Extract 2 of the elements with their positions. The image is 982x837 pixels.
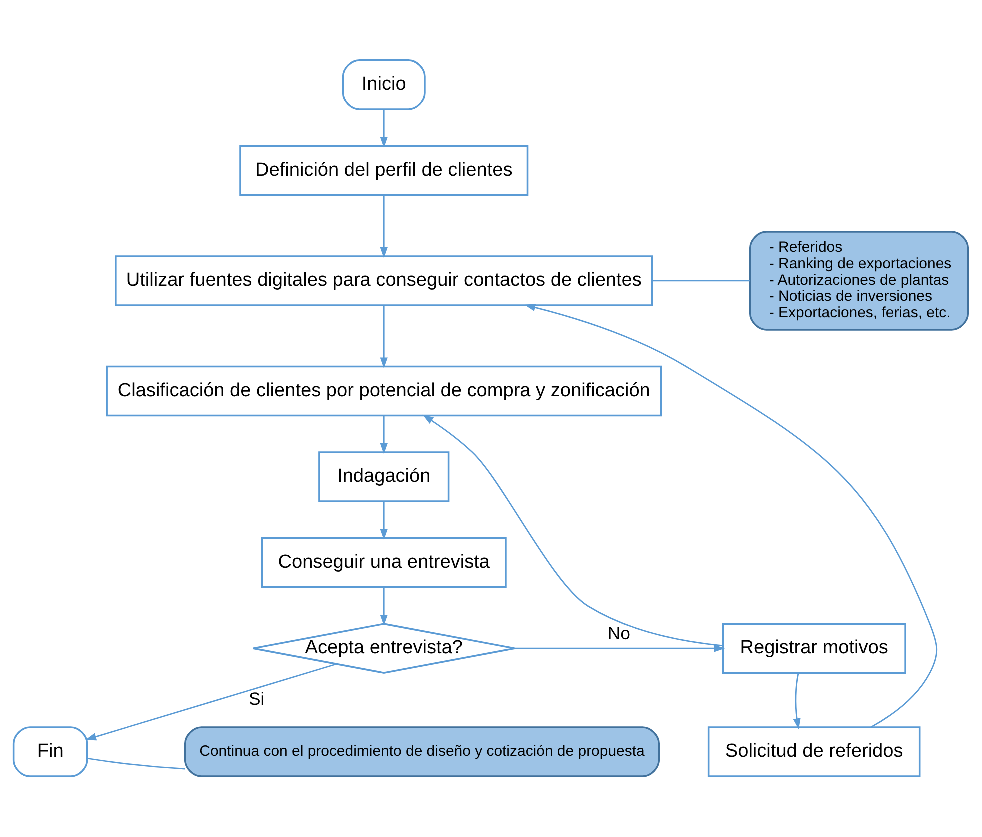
- edge-label: No: [608, 624, 630, 644]
- edge-label: Si: [248, 688, 265, 709]
